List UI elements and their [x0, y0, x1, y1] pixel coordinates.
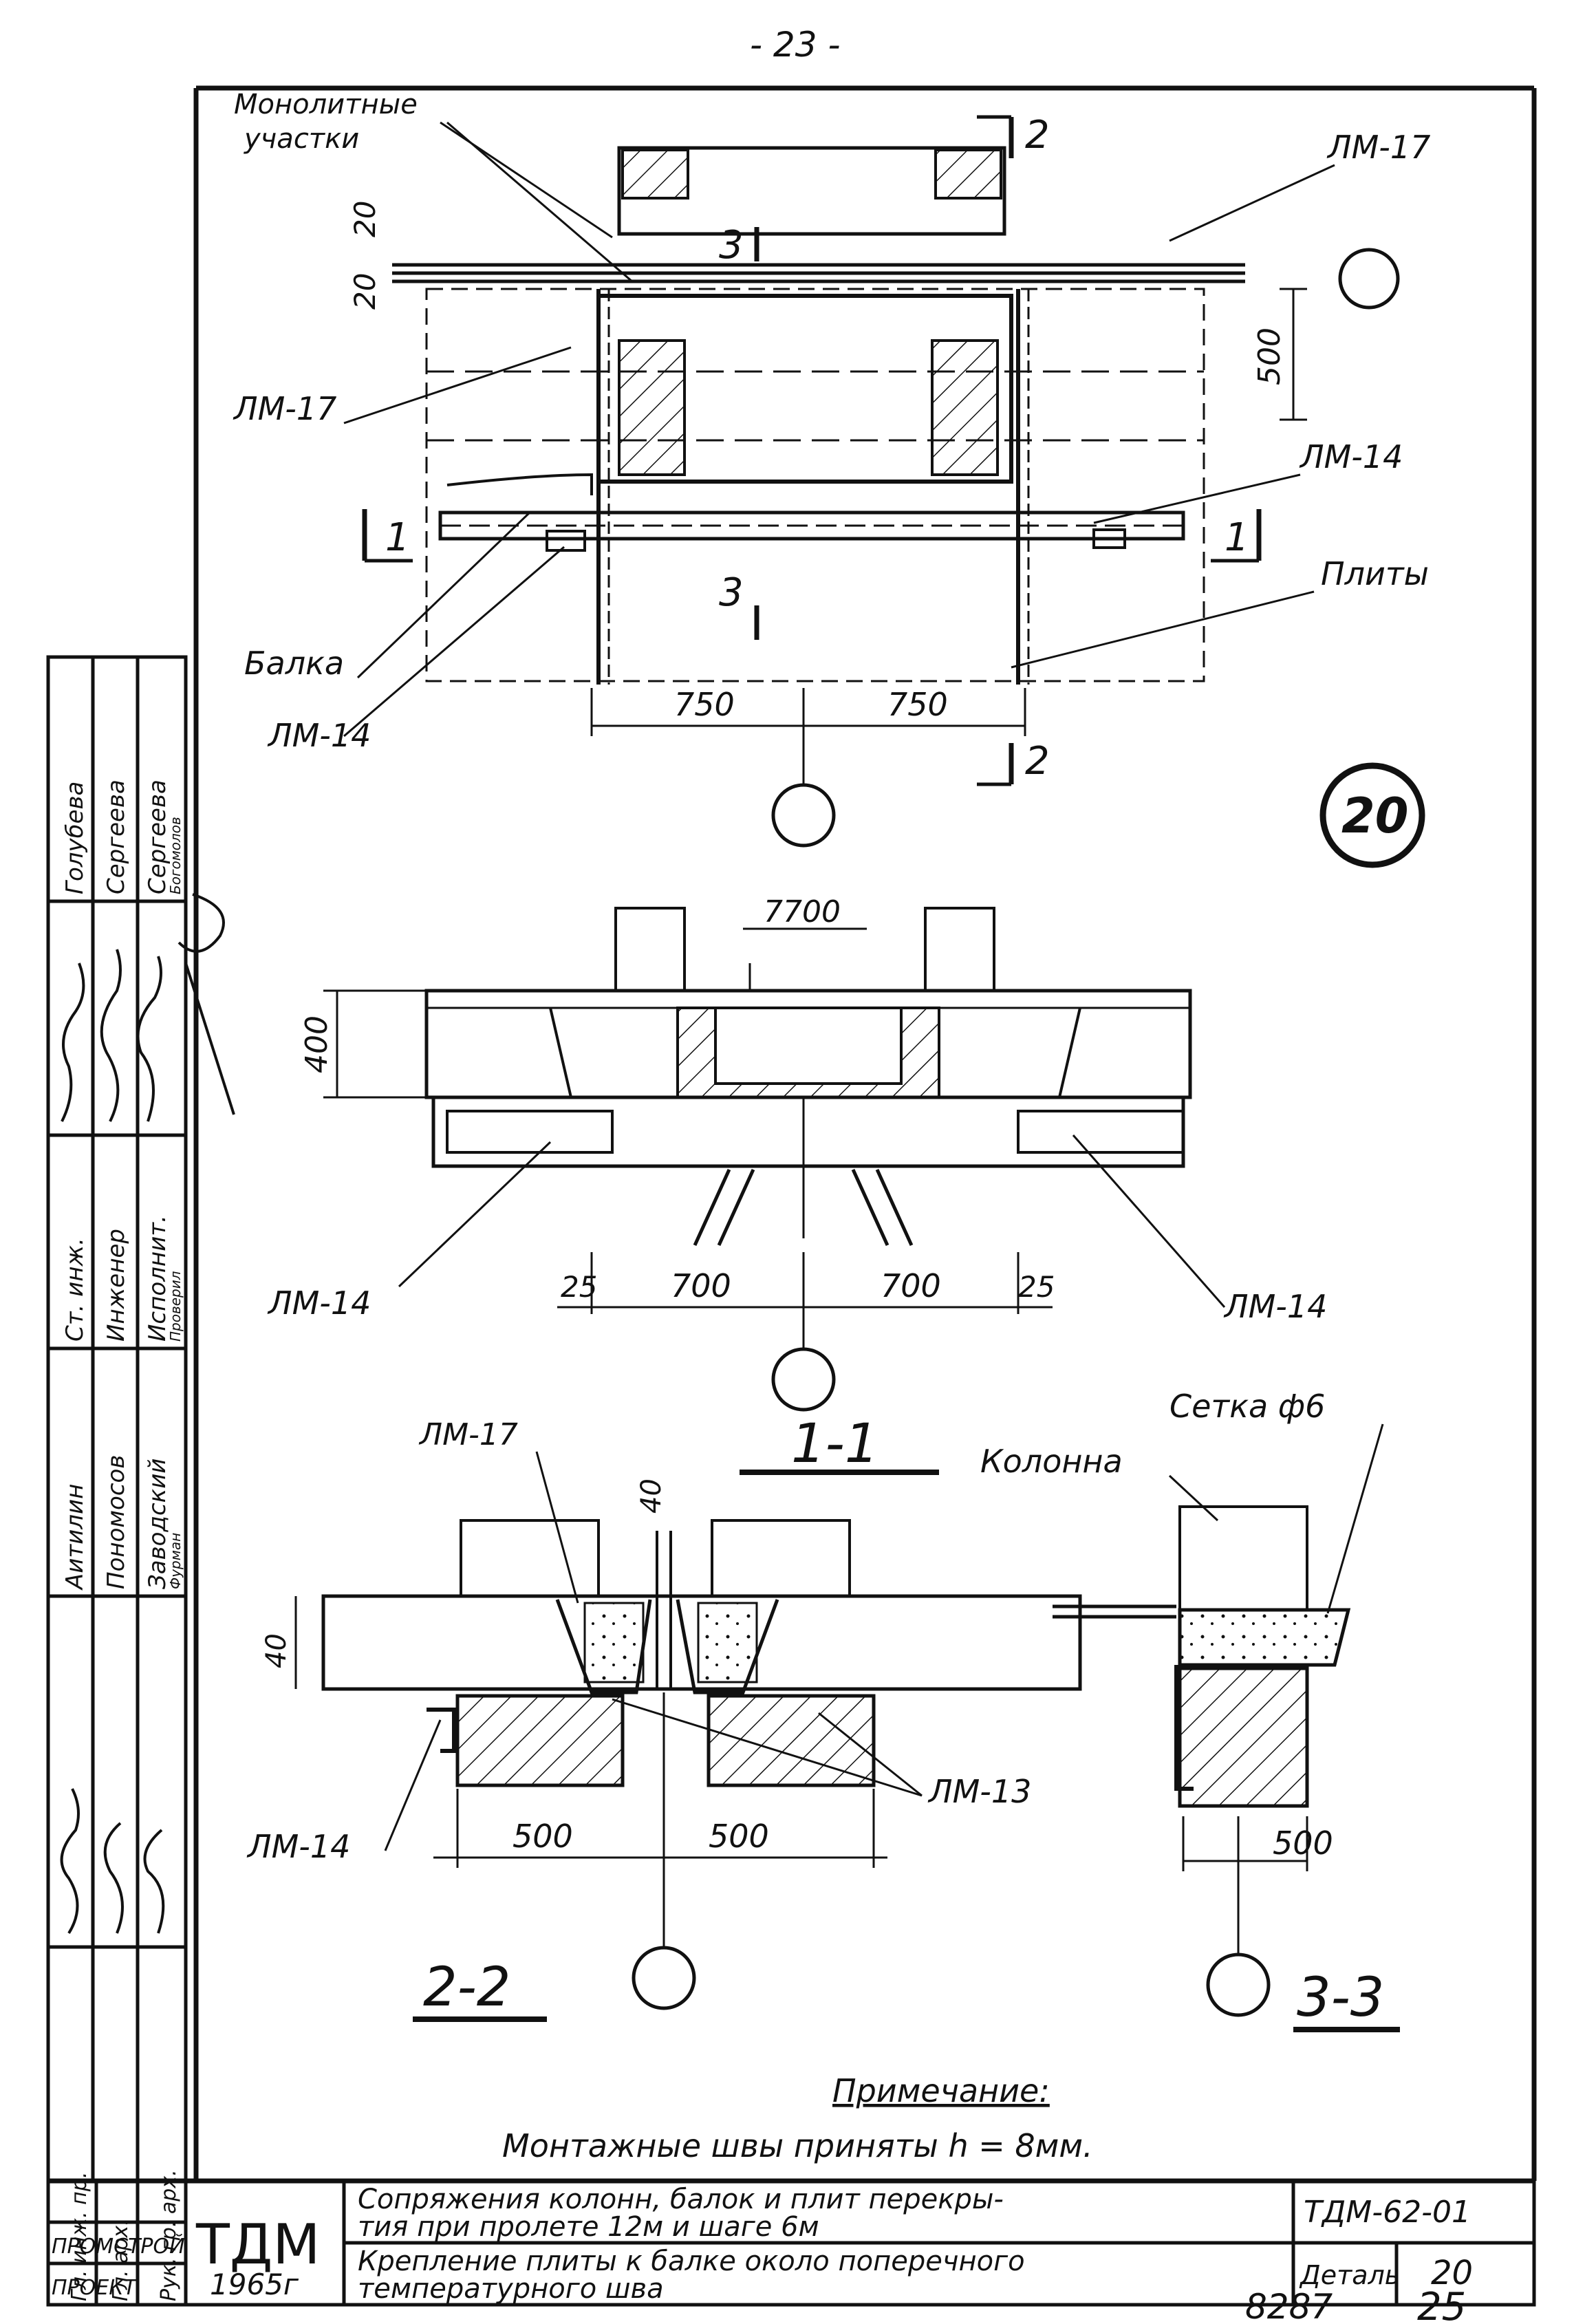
- plan-dim-20b: 20: [348, 273, 382, 310]
- title-block-title-1: Сопряжения колонн, балок и плит перекры-: [358, 2184, 1004, 2215]
- plan-monolith-label-1: Монолитные: [234, 89, 418, 120]
- section-2-2-dim-40-side: 40: [261, 1633, 292, 1668]
- section-2-2: [294, 1451, 1082, 2022]
- section-1-1-lm14-left: ЛМ-14: [267, 1284, 371, 1322]
- title-block-title-2: тия при пролете 12м и шаге 6м: [358, 2211, 819, 2243]
- plan-section-1-left: 1: [385, 515, 410, 560]
- side-stamp-role-3: Исполнит.: [144, 1215, 171, 1342]
- title-block-subtitle-2: температурного шва: [358, 2273, 664, 2305]
- note-text: Монтажные швы приняты h = 8мм.: [502, 2127, 1093, 2164]
- section-3-3-mesh: Сетка ф6: [1169, 1388, 1325, 1425]
- title-block-left-3: Рук. гр. арх.: [157, 2169, 181, 2301]
- plan-section-2-bottom: 2: [1025, 739, 1050, 784]
- plan-section-3-bottom: 3: [719, 570, 744, 615]
- side-stamp-role-1: Ст. инж.: [61, 1238, 89, 1342]
- section-1-1-title: 1-1: [791, 1413, 878, 1475]
- section-3-3-column: Колонна: [980, 1443, 1123, 1480]
- side-stamp-col3: Аитилин Пономосов Заводский Фурман: [61, 1455, 184, 1591]
- section-1-1-dim-25a: 25: [561, 1270, 597, 1304]
- section-1-1-dim-400: 400: [299, 1015, 334, 1073]
- section-1-1-lm14-right: ЛМ-14: [1223, 1288, 1327, 1325]
- title-block-left-1: Гл. инж. пр.: [67, 2172, 91, 2301]
- section-3-3: [1053, 1423, 1400, 2032]
- title-block-left-bottom-2: ПРОЕКТ: [52, 2276, 138, 2300]
- side-stamp-person-4: Фурман: [167, 1533, 184, 1589]
- plan-lm14-left: ЛМ-14: [267, 717, 371, 754]
- side-stamp-frame: [46, 655, 188, 2183]
- section-2-2-lm17: ЛМ-17: [418, 1417, 518, 1452]
- page-number: - 23 -: [750, 25, 841, 65]
- section-1-1: [323, 907, 1226, 1475]
- side-stamp-col1: Голубева Сергеева Сергеева Богомолов: [61, 779, 184, 894]
- plan-section-2-top: 2: [1025, 113, 1050, 158]
- section-1-1-dim-700b: 700: [881, 1267, 941, 1304]
- side-stamp-role-2: Инженер: [103, 1229, 130, 1342]
- signature-scribbles: [60, 893, 235, 1935]
- title-block-code: ТДМ-62-01: [1304, 2195, 1471, 2230]
- section-2-2-dim-40-top: 40: [636, 1478, 667, 1514]
- detail-circle-number: 20: [1341, 788, 1408, 844]
- section-2-2-title: 2-2: [423, 1957, 510, 2019]
- title-block-year: 1965г: [210, 2268, 299, 2301]
- plan-dim-500: 500: [1252, 327, 1287, 385]
- section-2-2-lm13: ЛМ-13: [927, 1773, 1031, 1810]
- plan-lm14-right: ЛМ-14: [1299, 438, 1403, 475]
- section-2-2-dim-500a: 500: [513, 1818, 573, 1855]
- side-stamp-person-2: Пономосов: [103, 1455, 130, 1589]
- title-block-frame: [46, 2179, 1536, 2307]
- note-heading: Примечание:: [832, 2072, 1050, 2109]
- plan-dim-750b: 750: [887, 686, 948, 723]
- plan-lm17-left: ЛМ-17: [233, 390, 336, 427]
- plan-section-1-right: 1: [1225, 515, 1249, 560]
- plan-view: [343, 115, 1400, 848]
- side-stamp-person-3: Заводский: [144, 1459, 171, 1589]
- plan-beam-label: Балка: [244, 645, 344, 682]
- title-block-org: ТДМ: [195, 2213, 320, 2277]
- detail-circle: [1319, 762, 1425, 868]
- section-3-3-title: 3-3: [1297, 1967, 1384, 2029]
- title-block-detail-num: 20: [1431, 2254, 1473, 2292]
- title-block-left-2: Гл. арх.: [109, 2219, 133, 2301]
- plan-dim-20a: 20: [348, 201, 382, 237]
- section-3-3-dim-500: 500: [1273, 1825, 1333, 1862]
- section-2-2-dim-500b: 500: [709, 1818, 769, 1855]
- plan-slabs-label: Плиты: [1321, 555, 1429, 592]
- plan-lm17-right: ЛМ-17: [1326, 129, 1430, 166]
- side-stamp-name-4: Богомолов: [167, 817, 184, 894]
- bottom-number-left: 8287: [1245, 2287, 1333, 2324]
- section-1-1-dim-top: 7700: [764, 894, 841, 929]
- plan-section-3-top: 3: [719, 223, 744, 268]
- section-2-2-lm14: ЛМ-14: [246, 1828, 350, 1865]
- plan-dim-750a: 750: [674, 686, 735, 723]
- side-stamp-col2: Ст. инж. Инженер Исполнит. Проверил: [61, 1215, 184, 1342]
- title-block-subtitle-1: Крепление плиты к балке около поперечног…: [358, 2246, 1025, 2277]
- side-stamp-name-2: Сергеева: [103, 779, 130, 894]
- section-1-1-dim-700a: 700: [671, 1267, 731, 1304]
- title-block-detail-label: Деталь: [1299, 2260, 1400, 2290]
- title-block-left-bottom-1: ПРОМСТРОЙ: [52, 2234, 185, 2259]
- side-stamp-person-1: Аитилин: [61, 1484, 89, 1591]
- bottom-number-right: 25: [1417, 2285, 1466, 2324]
- side-stamp-name-3: Сергеева: [144, 779, 171, 894]
- side-stamp-role-4: Проверил: [167, 1271, 184, 1342]
- side-stamp-name-1: Голубева: [61, 782, 89, 894]
- plan-monolith-label-2: участки: [244, 123, 359, 155]
- section-1-1-dim-25b: 25: [1018, 1270, 1055, 1304]
